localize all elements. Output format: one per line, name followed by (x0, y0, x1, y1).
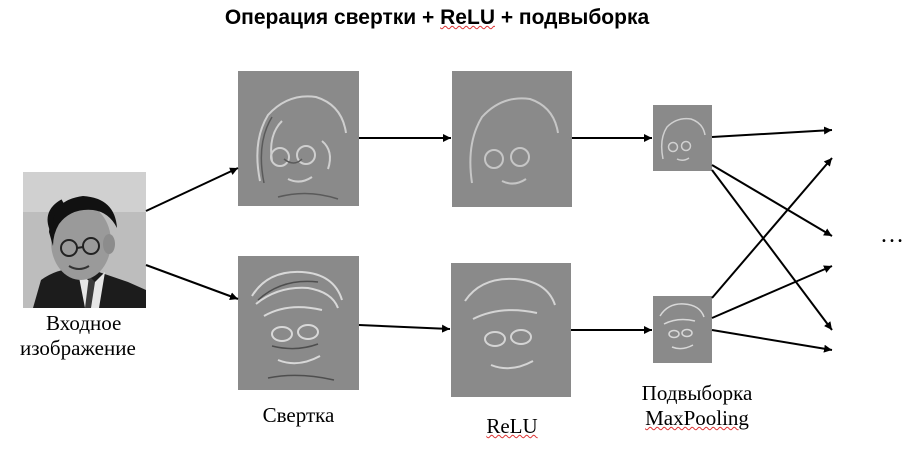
arrow-pool2-out-2 (711, 265, 833, 319)
input-label-line1: Входное (46, 311, 122, 335)
pooled-feature-map-2 (653, 296, 712, 363)
pool-label-line2: MaxPooling (622, 406, 772, 431)
arrow-pool1-out-1 (711, 126, 833, 138)
conv-feature-map-1 (238, 71, 359, 206)
relu-feature-map-2 (451, 263, 571, 397)
arrow-input-to-conv1 (145, 167, 239, 212)
arrow-conv2-to-relu2 (358, 324, 451, 333)
pooled-feature-map-1 (653, 105, 712, 171)
relu-label: ReLU (452, 414, 572, 439)
pool-label-line1: Подвыборка (641, 381, 753, 405)
arrow-pool2-out-1 (711, 157, 833, 299)
input-label-line2: изображение (20, 336, 136, 360)
title-suffix: + подвыборка (494, 6, 650, 29)
pool-label-line2-text: MaxPooling (645, 406, 749, 430)
title-relu: ReLU (440, 6, 495, 29)
pool-label: Подвыборка MaxPooling (622, 381, 772, 431)
continuation-ellipsis: … (880, 222, 906, 248)
title-prefix: Операция свертки + (224, 6, 441, 29)
relu-label-text: ReLU (486, 414, 538, 438)
arrow-pool1-out-2 (711, 164, 833, 237)
conv-feature-map-2 (238, 256, 359, 390)
conv-label: Свертка (262, 403, 335, 427)
arrow-input-to-conv2 (145, 264, 239, 300)
input-image (23, 172, 146, 308)
arrow-pool1-out-3 (711, 169, 833, 331)
relu-feature-map-1 (452, 71, 572, 207)
arrow-pool2-out-3 (711, 329, 833, 353)
input-label: Входное изображение (20, 311, 200, 361)
diagram-title: Операция свертки + ReLU + подвыборка (0, 6, 874, 30)
